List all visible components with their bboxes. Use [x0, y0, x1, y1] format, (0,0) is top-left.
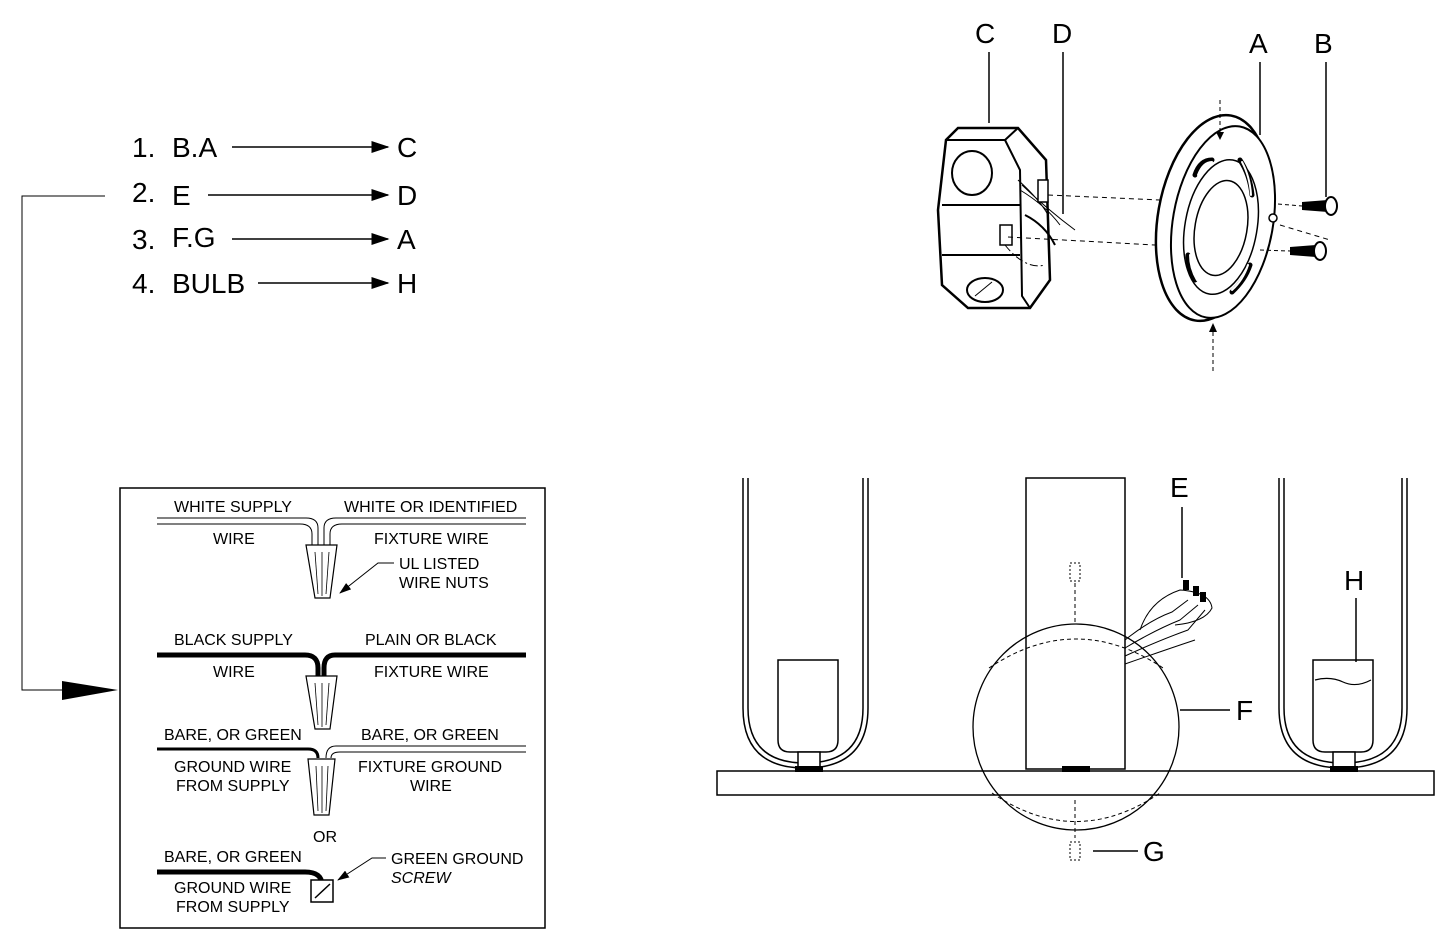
right-socket-with-bulb — [1312, 659, 1374, 772]
callout-c: C — [975, 18, 995, 49]
callout-e: E — [1170, 472, 1189, 503]
callout-f: F — [1236, 695, 1253, 726]
white-supply-label-2: WIRE — [213, 531, 255, 548]
callout-a: A — [1249, 28, 1268, 59]
knockout-bottom — [966, 277, 1004, 303]
white-fixture-label-2: FIXTURE WIRE — [374, 531, 489, 548]
wire-nuts-label-2: WIRE NUTS — [399, 575, 489, 592]
screw-label: GREEN GROUND — [391, 851, 523, 868]
black-fixture-label: PLAIN OR BLACK — [365, 632, 497, 649]
ground-wire-connection: BARE, OR GREEN GROUND WIRE FROM SUPPLY B… — [157, 727, 526, 846]
step-3: 3. F.G A — [132, 222, 416, 255]
ground-fixture-label-3: WIRE — [410, 778, 452, 795]
black-supply-label: BLACK SUPPLY — [174, 632, 293, 649]
screw-label-2: SCREW — [391, 870, 452, 887]
fixture-base-bar — [716, 770, 1435, 796]
callout-g: G — [1143, 836, 1165, 867]
connector-arrowhead — [62, 681, 118, 700]
screw-supply-label: BARE, OR GREEN — [164, 849, 302, 866]
callout-d: D — [1052, 18, 1072, 49]
step-4: 4. BULB H — [132, 268, 417, 299]
step-1: 1. B.A C — [132, 132, 417, 163]
ground-supply-label-2: GROUND WIRE — [174, 759, 291, 776]
wiring-instructions-box: WHITE SUPPLY WIRE WHITE OR IDENTIFIED FI… — [119, 487, 546, 929]
junction-box — [936, 126, 1076, 310]
wire-nut-1 — [305, 544, 338, 599]
step-3-from: F.G — [172, 222, 216, 253]
fixture-wires — [1124, 580, 1213, 665]
or-label: OR — [313, 829, 337, 846]
step-2-from: E — [172, 180, 191, 211]
black-fixture-label-2: FIXTURE WIRE — [374, 664, 489, 681]
screw-supply-label-2: GROUND WIRE — [174, 880, 291, 897]
screw-pointer — [337, 857, 386, 881]
step-2: 2. E D — [132, 177, 417, 211]
step-4-from: BULB — [172, 268, 245, 299]
wire-nut-3 — [307, 758, 336, 816]
wire-nuts-pointer — [339, 562, 394, 594]
step-2-connector — [21, 195, 118, 700]
white-supply-label: WHITE SUPPLY — [174, 499, 292, 516]
mounting-tab-top — [1037, 179, 1049, 203]
callout-b: B — [1314, 28, 1333, 59]
junction-box-assembly: C D A — [936, 18, 1338, 372]
ground-supply-label-3: FROM SUPPLY — [176, 778, 290, 795]
screw-supply-label-3: FROM SUPPLY — [176, 899, 290, 916]
step-list: 1. B.A C 2. E D 3. F.G A 4. BULB H — [132, 132, 417, 299]
bottom-finial-screw — [1069, 841, 1081, 861]
left-socket — [777, 659, 839, 772]
wire-nut-2 — [305, 675, 338, 730]
top-nipple — [1069, 562, 1081, 582]
canopy — [972, 623, 1180, 831]
wire-nuts-label: UL LISTED — [399, 556, 479, 573]
step-1-number: 1. — [132, 132, 155, 163]
screw-top — [1302, 196, 1338, 216]
ground-fixture-label: BARE, OR GREEN — [361, 727, 499, 744]
screw-bottom — [1290, 241, 1327, 261]
white-wire-connection: WHITE SUPPLY WIRE WHITE OR IDENTIFIED FI… — [157, 499, 526, 599]
step-4-to: H — [397, 268, 417, 299]
mounting-tab-bottom — [999, 224, 1013, 246]
step-3-number: 3. — [132, 224, 155, 255]
ground-screw-connection: BARE, OR GREEN GROUND WIRE FROM SUPPLY G… — [157, 849, 523, 916]
callout-h: H — [1344, 565, 1364, 596]
mounting-ring — [1154, 113, 1278, 323]
step-1-from: B.A — [172, 132, 217, 163]
step-2-number: 2. — [132, 177, 155, 208]
mounting-screws — [1259, 196, 1338, 261]
white-fixture-label: WHITE OR IDENTIFIED — [344, 499, 517, 516]
ground-supply-label: BARE, OR GREEN — [164, 727, 302, 744]
ground-fixture-label-2: FIXTURE GROUND — [358, 759, 502, 776]
step-4-number: 4. — [132, 268, 155, 299]
step-3-to: A — [397, 224, 416, 255]
step-2-to: D — [397, 180, 417, 211]
knockout-top — [951, 150, 993, 196]
fixture-assembly: H F G E — [716, 472, 1435, 867]
black-wire-connection: BLACK SUPPLY WIRE PLAIN OR BLACK FIXTURE… — [157, 632, 526, 730]
black-supply-label-2: WIRE — [213, 664, 255, 681]
step-1-to: C — [397, 132, 417, 163]
